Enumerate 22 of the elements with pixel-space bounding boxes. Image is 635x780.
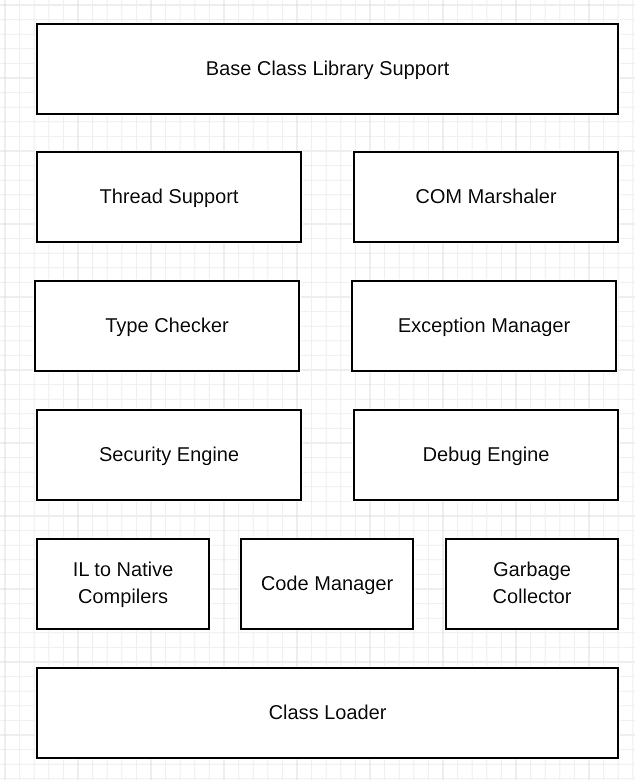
component-box	[36, 538, 210, 630]
component-label: Code Manager	[260, 572, 394, 596]
component-box	[351, 280, 617, 372]
component-box	[36, 667, 619, 759]
component-box	[445, 538, 619, 630]
component-box	[240, 538, 414, 630]
component-label: IL to Native Compilers	[72, 558, 174, 610]
component-label: Garbage Collector	[492, 558, 572, 610]
component-label: Base Class Library Support	[204, 56, 450, 82]
component-box	[353, 409, 619, 501]
component-label: Exception Manager	[396, 314, 572, 338]
component-label: Class Loader	[268, 700, 388, 726]
component-label: Security Engine	[98, 442, 240, 468]
component-box	[36, 23, 619, 115]
component-label: Thread Support	[98, 184, 240, 210]
component-box	[353, 151, 619, 243]
component-label: Type Checker	[104, 314, 230, 338]
component-box	[36, 409, 302, 501]
component-label: Debug Engine	[422, 442, 550, 468]
component-label: COM Marshaler	[414, 184, 558, 210]
component-box	[34, 280, 300, 372]
component-box	[36, 151, 302, 243]
